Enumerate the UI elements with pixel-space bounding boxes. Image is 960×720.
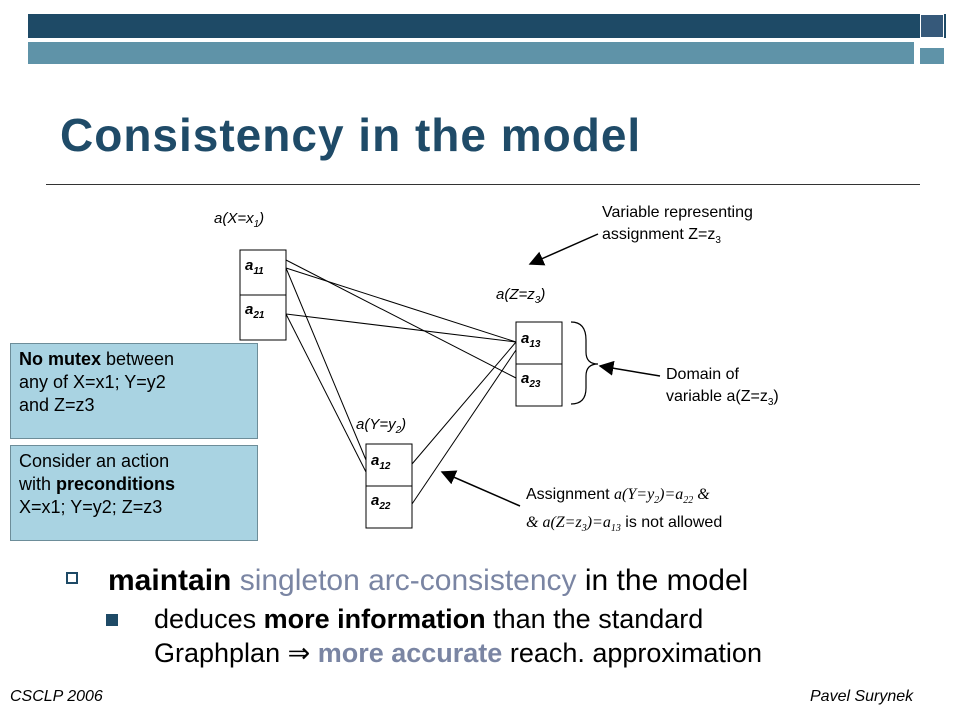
cell-a21: a21: [245, 301, 265, 321]
top-banner-bar: [28, 14, 946, 38]
edge-a11-a12: [285, 267, 367, 461]
edge-a21-a12: [285, 313, 367, 473]
arrow-to-var-z: [528, 233, 599, 266]
second-banner-square: [920, 48, 944, 64]
var-z-label: a(Z=z3): [496, 286, 546, 306]
implies-arrow-icon: ⇒: [287, 638, 311, 668]
arrow-to-domain: [598, 360, 661, 377]
bullet-hollow-square-icon: [66, 572, 78, 584]
top-banner-square: [920, 14, 944, 38]
cell-a22: a22: [371, 492, 391, 512]
cell-a23: a23: [521, 370, 541, 390]
second-banner-bar: [28, 42, 914, 64]
slide-title: Consistency in the model: [60, 109, 642, 161]
edge-a21-a13: [285, 313, 517, 343]
edge-a12-a13: [411, 341, 517, 465]
var-y-label: a(Y=y2): [356, 416, 407, 436]
note-domain: Domain of variable a(Z=z3): [666, 366, 779, 409]
var-x-label: a(X=x1): [214, 210, 265, 230]
note-assignment: Assignment a(Y=y2)=a22 & & a(Z=z3)=a13 i…: [526, 486, 723, 535]
bullet-filled-square-icon: [106, 614, 118, 626]
edge-a22-a13: [411, 349, 517, 505]
bullet-main: maintain singleton arc-consistency in th…: [108, 564, 749, 597]
note-variable: Variable representing assignment Z=z3: [602, 204, 753, 247]
cell-a11: a11: [245, 257, 264, 277]
action-box: Consider an action with preconditions X=…: [10, 445, 258, 541]
edge-a11-a23: [285, 259, 517, 379]
footer-right: Pavel Surynek: [810, 688, 914, 705]
bullet-sub: deduces more information than the standa…: [154, 604, 762, 668]
mutex-box: No mutex between any of X=x1; Y=y2 and Z…: [10, 343, 258, 439]
cell-a13: a13: [521, 330, 541, 350]
cell-a12: a12: [371, 452, 391, 472]
domain-brace: [570, 321, 599, 405]
edge-a11-a13: [285, 267, 517, 343]
arrow-to-assignment: [440, 470, 521, 507]
title-divider: [46, 184, 920, 185]
footer-left: CSCLP 2006: [10, 688, 103, 705]
